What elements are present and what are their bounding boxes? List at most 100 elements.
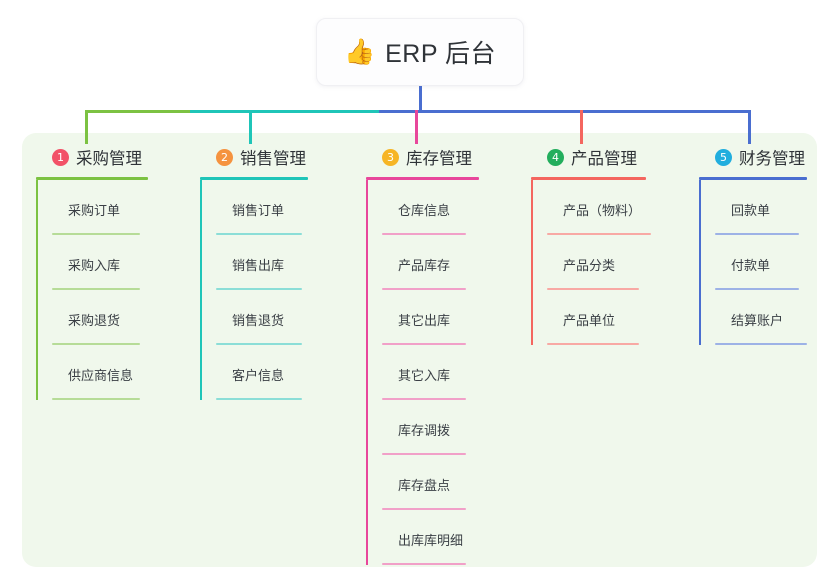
leaf-item-label: 客户信息 <box>232 368 285 383</box>
column-rule-2 <box>200 177 308 180</box>
column-1: 1 采购管理采购订单采购入库采购退货供应商信息 <box>36 144 186 400</box>
connector-stem-col-1 <box>85 110 88 144</box>
column-rule-5 <box>699 177 807 180</box>
leaf-item[interactable]: 其它入库 <box>382 345 516 400</box>
leaf-item-rule <box>715 288 799 290</box>
column-badge-1: 1 <box>52 148 69 166</box>
leaf-item-label: 销售订单 <box>232 203 285 218</box>
leaf-item-label: 销售出库 <box>232 258 285 273</box>
leaf-item-label: 库存调拨 <box>398 423 451 438</box>
leaf-item[interactable]: 产品单位 <box>547 290 681 345</box>
leaf-item-label: 其它出库 <box>398 313 451 328</box>
leaf-item-label: 产品（物料） <box>563 203 642 218</box>
leaf-item[interactable]: 销售出库 <box>216 235 350 290</box>
leaf-item[interactable]: 采购退货 <box>52 290 186 345</box>
column-spine-3 <box>366 180 368 565</box>
leaf-item-rule <box>382 508 466 510</box>
leaf-item-rule <box>382 453 466 455</box>
leaf-item-rule <box>382 233 466 235</box>
column-header-5[interactable]: 5 财务管理 <box>699 144 839 170</box>
column-items-2: 销售订单销售出库销售退货客户信息 <box>200 180 350 400</box>
column-rule-3 <box>366 177 479 180</box>
column-title-3: 库存管理 <box>406 150 472 168</box>
column-2: 2 销售管理销售订单销售出库销售退货客户信息 <box>200 144 350 400</box>
root-node-card[interactable]: 👍 ERP 后台 <box>316 18 524 86</box>
leaf-item[interactable]: 仓库信息 <box>382 180 516 235</box>
leaf-item-label: 供应商信息 <box>68 368 134 383</box>
leaf-item[interactable]: 销售退货 <box>216 290 350 345</box>
leaf-item-rule <box>547 233 651 235</box>
leaf-item-label: 销售退货 <box>232 313 285 328</box>
column-header-2[interactable]: 2 销售管理 <box>200 144 350 170</box>
leaf-item-label: 采购订单 <box>68 203 121 218</box>
leaf-item[interactable]: 结算账户 <box>715 290 839 345</box>
leaf-item-label: 出库库明细 <box>398 533 464 548</box>
connector-stem-col-2 <box>249 110 252 144</box>
leaf-item[interactable]: 回款单 <box>715 180 839 235</box>
leaf-item[interactable]: 采购入库 <box>52 235 186 290</box>
thumbs-up-emoji: 👍 <box>343 37 376 66</box>
column-title-1: 采购管理 <box>76 150 142 168</box>
column-badge-2: 2 <box>216 148 233 166</box>
leaf-item-rule <box>52 233 140 235</box>
column-rule-4 <box>531 177 646 180</box>
connector-bar-indigo <box>379 110 751 113</box>
leaf-item[interactable]: 出库库明细 <box>382 510 516 565</box>
column-spine-5 <box>699 180 701 345</box>
leaf-item[interactable]: 采购订单 <box>52 180 186 235</box>
leaf-item[interactable]: 产品库存 <box>382 235 516 290</box>
column-badge-5: 5 <box>715 148 732 166</box>
leaf-item-label: 产品单位 <box>563 313 616 328</box>
connector-root-stem <box>419 86 422 112</box>
column-5: 5 财务管理回款单付款单结算账户 <box>699 144 839 345</box>
root-node-title: ERP 后台 <box>385 40 497 68</box>
leaf-item[interactable]: 其它出库 <box>382 290 516 345</box>
leaf-item-rule <box>547 288 639 290</box>
leaf-item[interactable]: 库存盘点 <box>382 455 516 510</box>
leaf-item-rule <box>52 288 140 290</box>
leaf-item-rule <box>216 233 302 235</box>
connector-stem-col-4 <box>580 110 583 144</box>
column-rule-1 <box>36 177 148 180</box>
leaf-item[interactable]: 供应商信息 <box>52 345 186 400</box>
leaf-item-rule <box>216 288 302 290</box>
leaf-item-rule <box>216 343 302 345</box>
connector-stem-col-3 <box>415 110 418 144</box>
leaf-item-label: 产品分类 <box>563 258 616 273</box>
column-header-1[interactable]: 1 采购管理 <box>36 144 186 170</box>
column-items-1: 采购订单采购入库采购退货供应商信息 <box>36 180 186 400</box>
leaf-item-rule <box>382 563 466 565</box>
column-title-2: 销售管理 <box>240 150 306 168</box>
leaf-item-label: 仓库信息 <box>398 203 451 218</box>
leaf-item-label: 库存盘点 <box>398 478 451 493</box>
leaf-item[interactable]: 客户信息 <box>216 345 350 400</box>
column-items-5: 回款单付款单结算账户 <box>699 180 839 345</box>
leaf-item-rule <box>382 343 466 345</box>
leaf-item-rule <box>382 288 466 290</box>
leaf-item[interactable]: 付款单 <box>715 235 839 290</box>
leaf-item[interactable]: 产品（物料） <box>547 180 681 235</box>
leaf-item-rule <box>52 343 140 345</box>
connector-stem-col-5 <box>748 110 751 144</box>
column-items-3: 仓库信息产品库存其它出库其它入库库存调拨库存盘点出库库明细 <box>366 180 516 565</box>
leaf-item-rule <box>52 398 140 400</box>
leaf-item-label: 其它入库 <box>398 368 451 383</box>
leaf-item[interactable]: 产品分类 <box>547 235 681 290</box>
leaf-item[interactable]: 库存调拨 <box>382 400 516 455</box>
leaf-item-label: 采购入库 <box>68 258 121 273</box>
leaf-item-label: 付款单 <box>731 258 771 273</box>
leaf-item-rule <box>715 233 799 235</box>
column-spine-4 <box>531 180 533 345</box>
column-title-4: 产品管理 <box>571 150 637 168</box>
leaf-item-rule <box>547 343 639 345</box>
connector-bar-green <box>85 110 191 113</box>
leaf-item[interactable]: 销售订单 <box>216 180 350 235</box>
column-spine-2 <box>200 180 202 400</box>
column-title-5: 财务管理 <box>739 150 805 168</box>
connector-bar-teal <box>190 110 380 113</box>
column-spine-1 <box>36 180 38 400</box>
